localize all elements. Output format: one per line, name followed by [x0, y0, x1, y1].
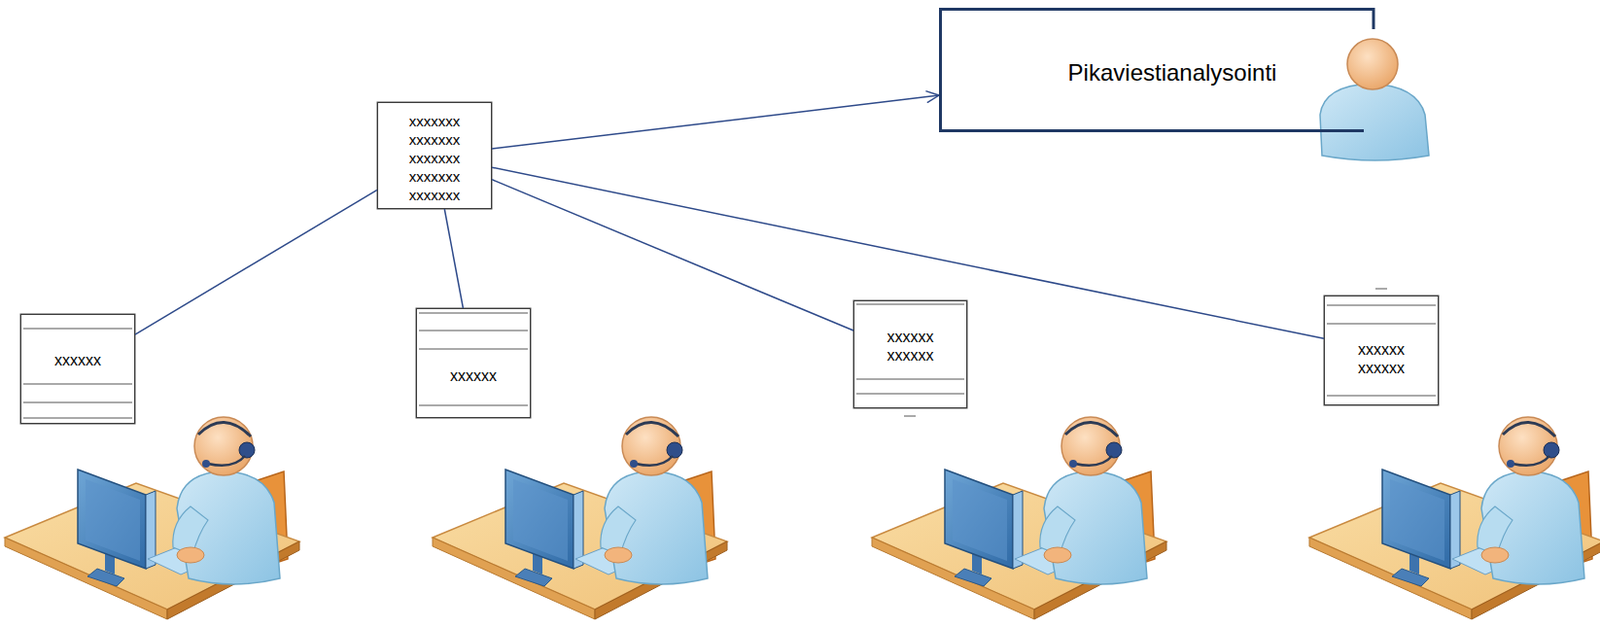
analyst-figure: [1320, 38, 1429, 161]
process-box: Pikaviestianalysointi: [939, 7, 1364, 133]
document-sheet: xxxxxx xxxxxx: [1323, 295, 1439, 406]
connector: [491, 95, 940, 149]
connector: [491, 167, 1324, 339]
document-rules: [20, 102, 1439, 424]
document-sheet: xxxxxx: [416, 308, 531, 418]
document-text: xxxxxx xxxxxx: [887, 327, 935, 365]
document-sheet: xxxxxx: [20, 313, 136, 424]
document-sheet: xxxxxx xxxxxx: [853, 300, 968, 409]
document-text: xxxxxxx xxxxxxx xxxxxxx xxxxxxx xxxxxxx: [409, 111, 461, 205]
document-text: xxxxxx: [450, 366, 497, 385]
document-text: xxxxxx xxxxxx: [1357, 340, 1405, 378]
document-text: xxxxxx: [54, 350, 102, 370]
connector: [444, 208, 463, 309]
document-sheet: xxxxxxx xxxxxxx xxxxxxx xxxxxxx xxxxxxx: [377, 102, 492, 209]
box-label: Pikaviestianalysointi: [941, 59, 1364, 87]
connector: [135, 189, 378, 335]
connector: [491, 179, 854, 331]
